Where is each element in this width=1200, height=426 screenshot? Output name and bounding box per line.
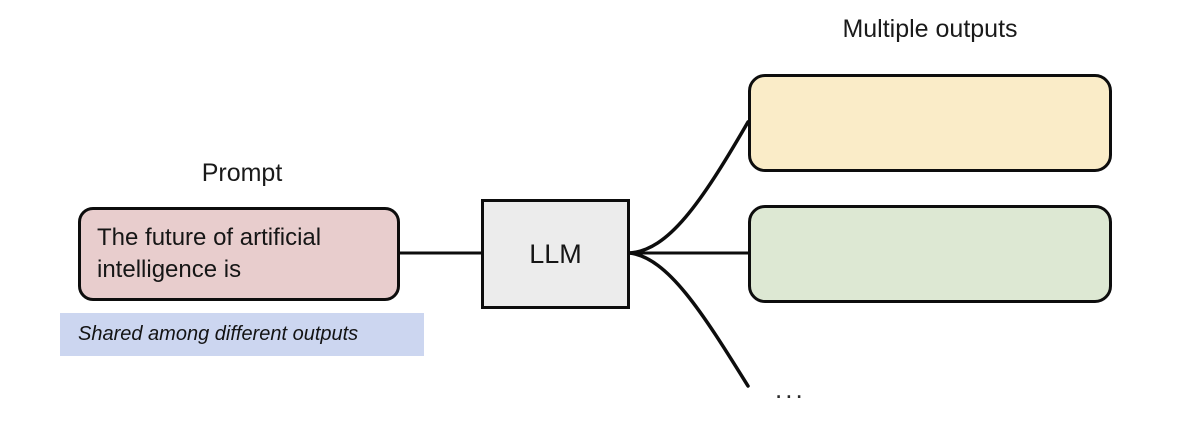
- ellipsis-more-outputs: ...: [775, 374, 806, 404]
- llm-box[interactable]: LLM: [481, 199, 630, 309]
- shared-note-text: Shared among different outputs: [78, 323, 359, 345]
- connector-llm-to-ellipsis: [628, 251, 750, 388]
- llm-label: LLM: [529, 238, 582, 269]
- connector-llm-to-output-1: [628, 120, 750, 255]
- output-box-1[interactable]: [748, 74, 1112, 172]
- outputs-title: Multiple outputs: [842, 15, 1018, 43]
- prompt-box[interactable]: The future of artificial intelligence is: [78, 207, 400, 301]
- output-box-2[interactable]: [748, 205, 1112, 303]
- prompt-title: Prompt: [201, 159, 283, 187]
- shared-note-highlight: Shared among different outputs: [60, 313, 424, 356]
- prompt-text: The future of artificial intelligence is: [97, 224, 322, 283]
